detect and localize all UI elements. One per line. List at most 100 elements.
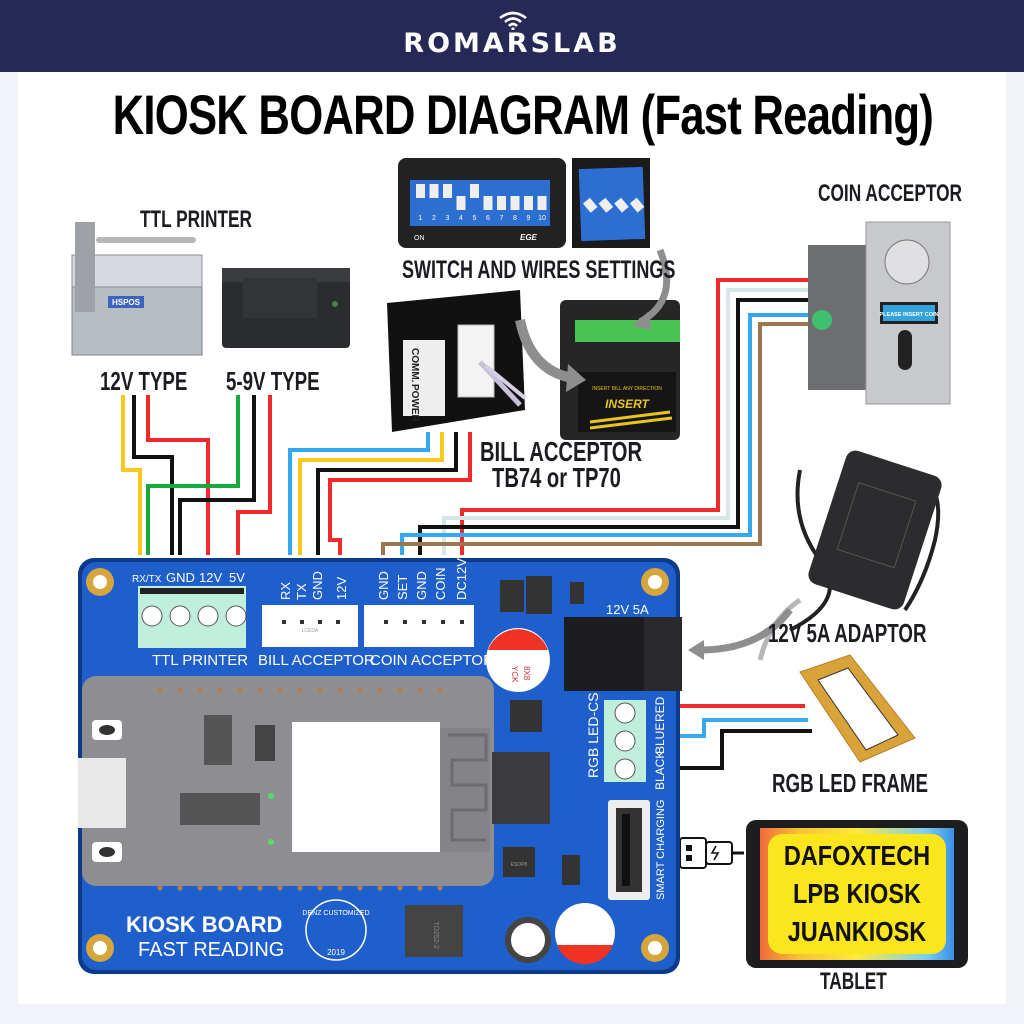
bill-pin-label: GND bbox=[310, 571, 325, 600]
power-label: POWER bbox=[409, 384, 420, 423]
bill-acceptor-image: INSERT BILL ANY DIRECTION INSERT bbox=[560, 300, 680, 440]
tablet-line: JUANKIOSK bbox=[787, 916, 927, 947]
header-pin bbox=[384, 620, 388, 624]
dip-switch-toggle bbox=[429, 184, 439, 198]
module-pin bbox=[437, 687, 443, 693]
dip-switch-toggle bbox=[629, 197, 645, 213]
module-pin bbox=[217, 885, 223, 891]
dip-switch-toggle bbox=[510, 196, 520, 210]
adaptor-title: 12V 5A ADAPTOR bbox=[768, 618, 927, 648]
wifi-icon bbox=[499, 11, 527, 30]
rgb-frame-title: RGB LED FRAME bbox=[772, 768, 929, 798]
printer-12v-image: HSPOS bbox=[71, 222, 203, 356]
module-pin bbox=[397, 885, 403, 891]
coin-pin-label: DC12V bbox=[454, 558, 469, 600]
svg-text:TO252-2: TO252-2 bbox=[432, 921, 439, 949]
module-pin bbox=[177, 687, 183, 693]
header-pin bbox=[441, 620, 445, 624]
dip-switch-toggle bbox=[497, 196, 506, 210]
dip-switch-toggle bbox=[416, 184, 425, 198]
terminal-screw bbox=[197, 605, 219, 627]
module-pin bbox=[277, 687, 283, 693]
wire-blue bbox=[678, 718, 808, 738]
tablet-line: LPB KIOSK bbox=[792, 878, 922, 909]
power-jack-label: 12V 5A bbox=[606, 602, 649, 617]
usb-board-label: SMART CHARGING bbox=[655, 800, 667, 900]
rgb-pin-label: RED bbox=[653, 696, 667, 722]
wire-black bbox=[178, 395, 256, 555]
module-pin bbox=[377, 885, 383, 891]
module-pin bbox=[157, 885, 163, 891]
module-pin bbox=[277, 885, 283, 891]
module-pin bbox=[357, 885, 363, 891]
pcb-silkscreen: RX/TX GND 12V 5V TTL PRINTER BILL ACCEPT… bbox=[126, 558, 667, 961]
svg-text:ESOP8: ESOP8 bbox=[511, 862, 528, 868]
dip-on-label: ON bbox=[414, 235, 425, 242]
usb-cable-icon bbox=[679, 837, 744, 869]
printer-59v-image bbox=[222, 268, 350, 348]
terminal-screw bbox=[225, 605, 247, 627]
tablet-screen-panel: DAFOXTECH LPB KIOSK JUANKIOSK bbox=[768, 834, 946, 954]
svg-text:8X8: 8X8 bbox=[522, 666, 531, 681]
module-pin bbox=[297, 687, 303, 693]
usb-c-port[interactable] bbox=[78, 758, 126, 828]
svg-text:INSERT BILL ANY DIRECTION: INSERT BILL ANY DIRECTION bbox=[592, 386, 662, 392]
brand-logo: ROMARSLAB bbox=[403, 28, 621, 59]
module-pin bbox=[257, 687, 263, 693]
module-pin bbox=[157, 687, 163, 693]
header-pin bbox=[336, 620, 340, 624]
terminal-screw bbox=[169, 605, 191, 627]
bill-connector-image: COMM. POWER bbox=[387, 290, 527, 432]
wire-blue bbox=[288, 432, 430, 555]
coin-pin-label: GND bbox=[376, 571, 391, 600]
bill-acceptor-model: TB74 or TP70 bbox=[492, 462, 621, 493]
wire-red bbox=[328, 432, 472, 555]
svg-text:YCK: YCK bbox=[510, 666, 519, 683]
coin-front-text: PLEASE INSERT COIN bbox=[880, 312, 939, 318]
dip-switch-number: 9 bbox=[527, 215, 531, 222]
mounting-hole-center bbox=[93, 575, 107, 589]
tablet-line: DAFOXTECH bbox=[783, 840, 931, 871]
coin-acceptor-image: PLEASE INSERT COIN bbox=[808, 221, 951, 405]
module-pin bbox=[437, 885, 443, 891]
bill-pin-label: RX bbox=[278, 582, 293, 600]
header-pin bbox=[460, 620, 464, 624]
bill-acceptor-header[interactable] bbox=[262, 605, 358, 647]
dip-switch-4-image bbox=[572, 158, 650, 248]
coin-pin-label: GND bbox=[414, 571, 429, 600]
svg-text:DENZ CUSTOMIZED: DENZ CUSTOMIZED bbox=[302, 910, 369, 917]
dip-switch-toggle bbox=[443, 184, 452, 198]
wire-brown bbox=[381, 322, 808, 555]
module-pin bbox=[337, 687, 343, 693]
arrow-icon bbox=[699, 607, 793, 654]
dip-switch-number: 5 bbox=[473, 215, 477, 222]
header-pin bbox=[403, 620, 407, 624]
dip-switch-toggle bbox=[598, 197, 614, 213]
dip-switch-number: 8 bbox=[513, 215, 517, 222]
coin-acceptor-title: COIN ACCEPTOR bbox=[818, 180, 963, 207]
printer-brand-label: HSPOS bbox=[112, 298, 141, 307]
dip-brand-label: EGE bbox=[520, 233, 538, 242]
wire-green bbox=[146, 395, 240, 555]
bill-acceptor-board-label: BILL ACCEPTOR bbox=[258, 652, 375, 669]
coin-acceptor-board-label: COIN ACCEPTOR bbox=[370, 652, 494, 669]
wire-black bbox=[678, 729, 812, 770]
dip-switch-number: 6 bbox=[486, 215, 490, 222]
module-pin bbox=[337, 885, 343, 891]
coin-acceptor-header[interactable] bbox=[364, 605, 474, 647]
rgb-board-label: RGB LED-CS bbox=[585, 692, 601, 778]
module-pin bbox=[197, 687, 203, 693]
mounting-hole-center bbox=[93, 941, 107, 955]
rgb-frame-image bbox=[799, 654, 916, 763]
switch-settings-title: SWITCH AND WIRES SETTINGS bbox=[402, 256, 676, 284]
dip-switch-number: 1 bbox=[419, 215, 423, 222]
module-pin bbox=[417, 687, 423, 693]
dip-switch-toggle bbox=[470, 184, 479, 198]
board-name: KIOSK BOARD bbox=[126, 912, 282, 937]
module-pin bbox=[237, 885, 243, 891]
dip-switch-number: 10 bbox=[538, 215, 546, 222]
dip-switch-number: 4 bbox=[459, 215, 463, 222]
module-pin bbox=[317, 885, 323, 891]
wire-black bbox=[132, 395, 174, 555]
wire-blue bbox=[400, 313, 808, 555]
